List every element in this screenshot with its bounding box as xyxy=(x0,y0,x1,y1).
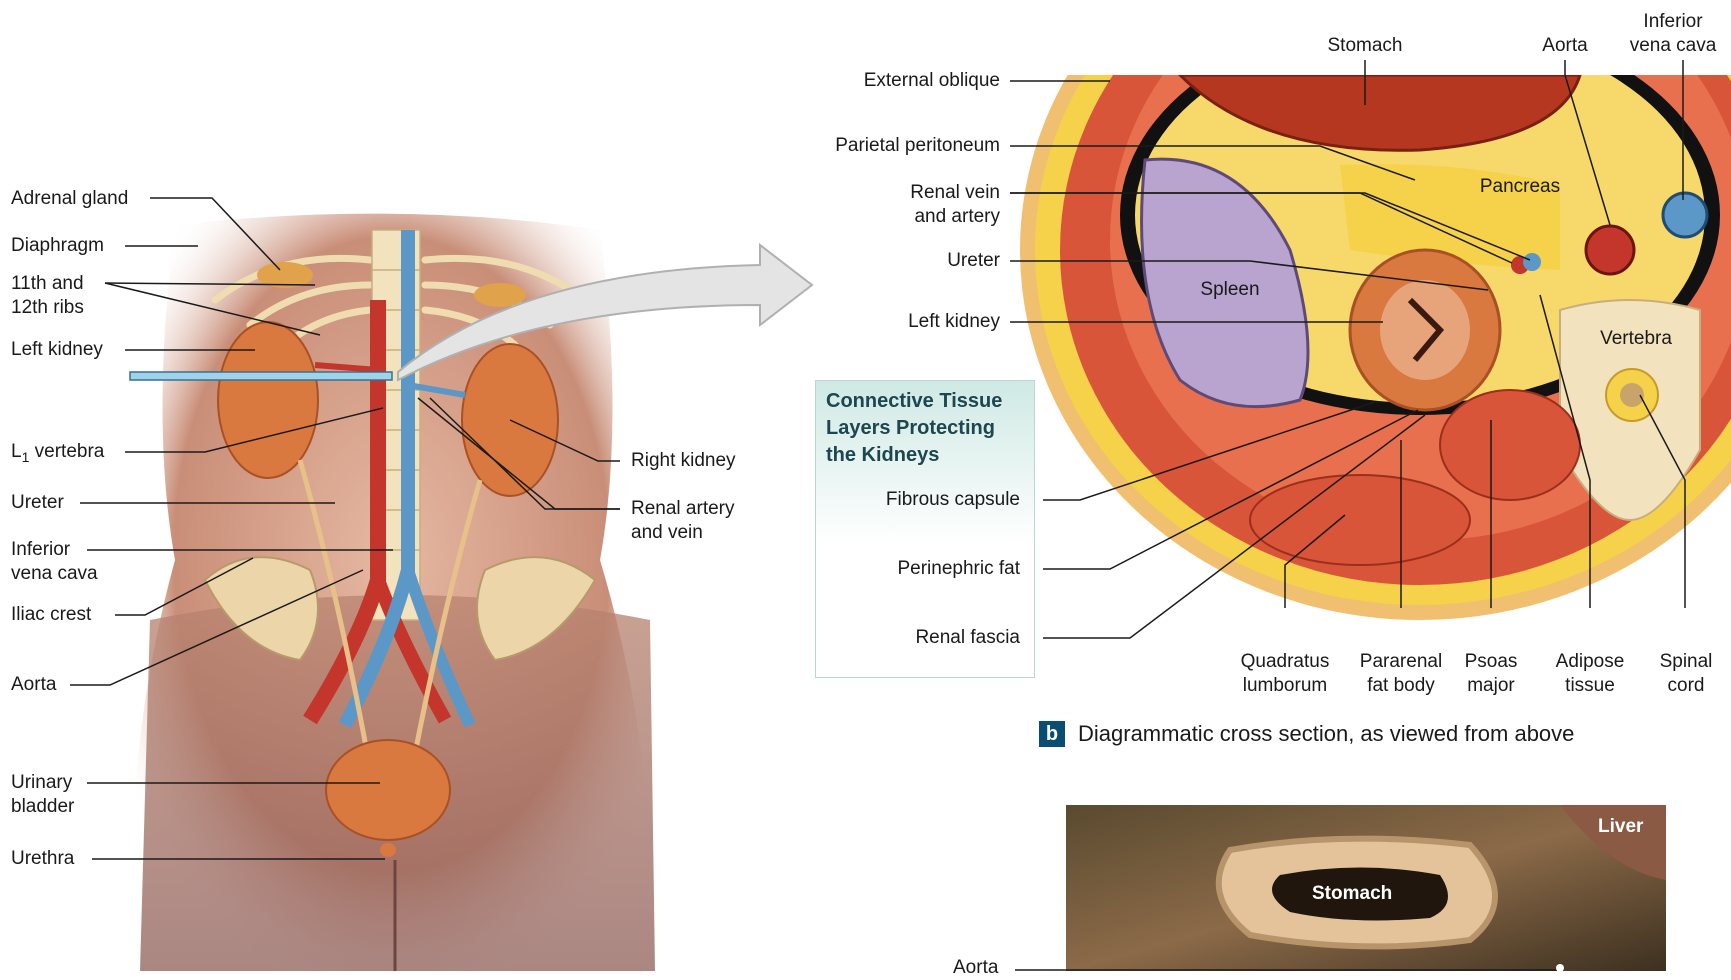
label-stomach-photo: Stomach xyxy=(1312,882,1392,906)
label-liver-photo: Liver xyxy=(1598,815,1643,839)
label-aorta-photo: Aorta xyxy=(953,956,998,980)
